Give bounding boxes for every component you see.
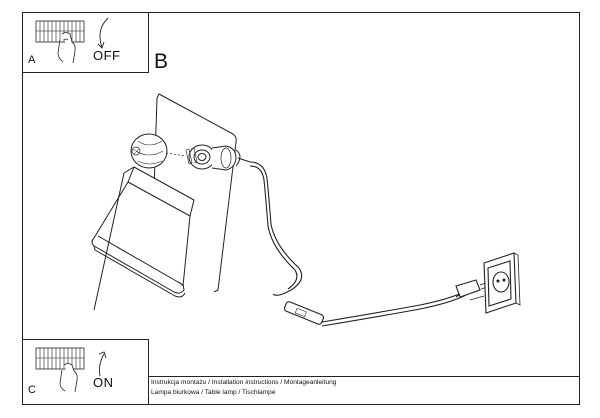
caption-box — [149, 376, 580, 405]
caption-line-2: Lampa biurkowa / Table lamp / Tischlampe — [151, 389, 276, 396]
switch-on-illustration — [35, 347, 107, 393]
caption-line-1: Instrukcja montażu / Installation instru… — [151, 379, 337, 386]
off-label: OFF — [93, 48, 121, 63]
power-cable-illustration — [249, 161, 521, 327]
on-label: ON — [93, 375, 114, 390]
panel-c-letter: C — [28, 384, 36, 396]
lamp-body-illustration — [91, 93, 251, 311]
instruction-sheet-frame — [22, 12, 580, 405]
panel-c — [22, 339, 149, 405]
panel-a — [22, 12, 149, 73]
panel-b-letter: B — [154, 50, 169, 73]
switch-off-illustration — [35, 17, 109, 64]
panel-a-letter: A — [28, 54, 36, 66]
